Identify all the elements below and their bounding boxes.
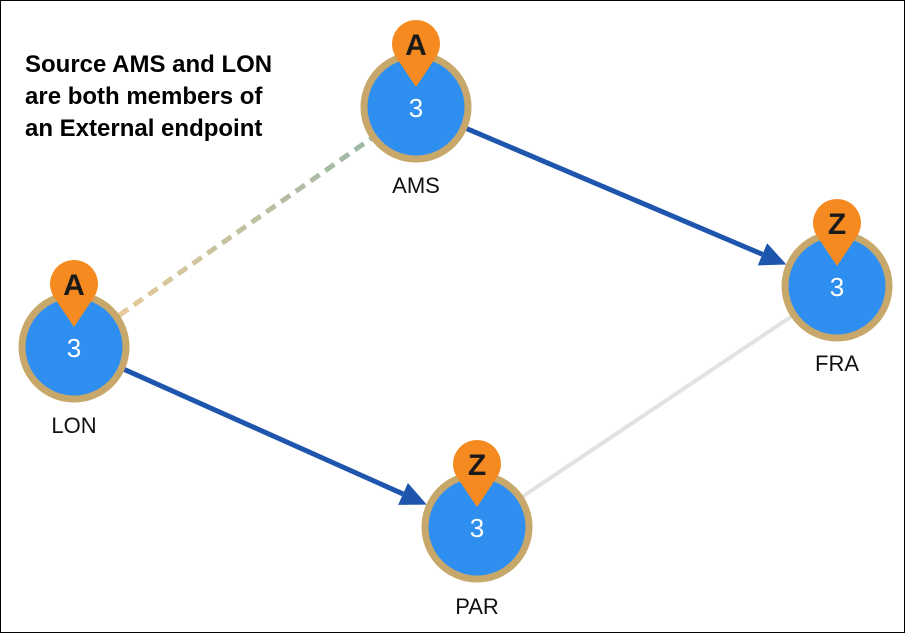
directed-link (123, 367, 405, 497)
node-label: LON (51, 413, 96, 438)
edge-lon-ams (117, 136, 373, 318)
map-pin-icon: A (50, 259, 98, 327)
pin-letter: A (405, 29, 427, 62)
edges-layer (117, 126, 793, 505)
edge-lon-par (123, 367, 427, 505)
arrowhead-icon (757, 243, 787, 266)
node-fra[interactable]: 3 Z FRA (781, 198, 893, 376)
node-ams[interactable]: 3 A AMS (360, 19, 472, 198)
node-lon[interactable]: 3 A LON (18, 259, 130, 438)
node-count: 3 (67, 333, 81, 363)
caption: Source AMS and LON are both members of a… (25, 49, 272, 145)
map-pin-icon: Z (453, 439, 502, 507)
dashed-link (117, 136, 373, 318)
faint-link (521, 314, 793, 499)
node-label: FRA (815, 351, 859, 376)
node-label: PAR (455, 594, 499, 619)
pin-shape (392, 19, 441, 87)
caption-line-1: Source AMS and LON (25, 51, 273, 78)
caption-line-2: are both members of (25, 83, 263, 110)
node-count: 3 (830, 272, 844, 302)
directed-link (465, 126, 764, 257)
pin-letter: Z (828, 208, 846, 241)
node-par[interactable]: 3 Z PAR (421, 439, 533, 619)
caption-line-3: an External endpoint (25, 115, 263, 142)
pin-letter: Z (468, 449, 486, 482)
pin-shape (50, 259, 98, 327)
map-pin-icon: A (392, 19, 441, 87)
pin-shape (813, 198, 862, 266)
pin-letter: A (63, 269, 85, 302)
arrowhead-icon (398, 483, 427, 505)
node-count: 3 (470, 513, 484, 543)
node-count: 3 (409, 93, 423, 123)
map-pin-icon: Z (813, 198, 862, 266)
node-label: AMS (392, 173, 440, 198)
pin-shape (453, 439, 502, 507)
edge-ams-fra (465, 126, 787, 266)
edge-par-fra (521, 314, 793, 499)
